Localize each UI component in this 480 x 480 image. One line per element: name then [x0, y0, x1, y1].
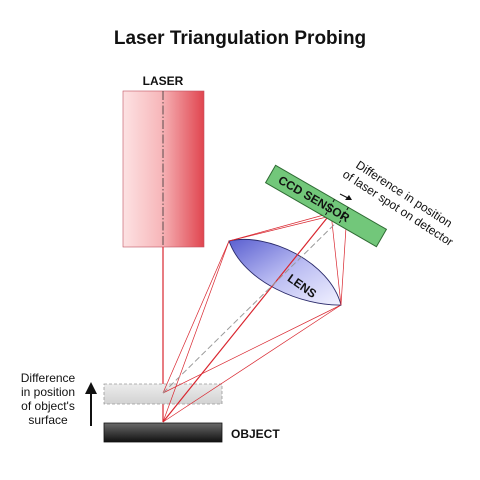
- laser-label: LASER: [143, 74, 184, 88]
- reflected-ray-current: [162, 212, 332, 423]
- object-previous-position: [103, 383, 223, 405]
- surface-difference-line-1: Difference: [21, 371, 76, 385]
- diagram-title: Laser Triangulation Probing: [114, 28, 366, 49]
- object-block: [103, 422, 223, 443]
- laser-body: [122, 90, 205, 248]
- surface-difference-line-2: in position: [21, 385, 75, 399]
- spot-shift-arrow-icon: [339, 193, 352, 200]
- reflected-light-cone: [162, 240, 342, 423]
- reflected-ray-previous: [162, 211, 348, 394]
- surface-difference-line-3: of object's: [21, 399, 75, 413]
- object-label: OBJECT: [231, 427, 280, 441]
- surface-difference-line-4: surface: [28, 413, 68, 427]
- lens-shape: [228, 239, 342, 306]
- surface-shift-arrow-icon: [85, 382, 97, 426]
- surface-difference-annotation: Difference in position of object's surfa…: [21, 371, 76, 427]
